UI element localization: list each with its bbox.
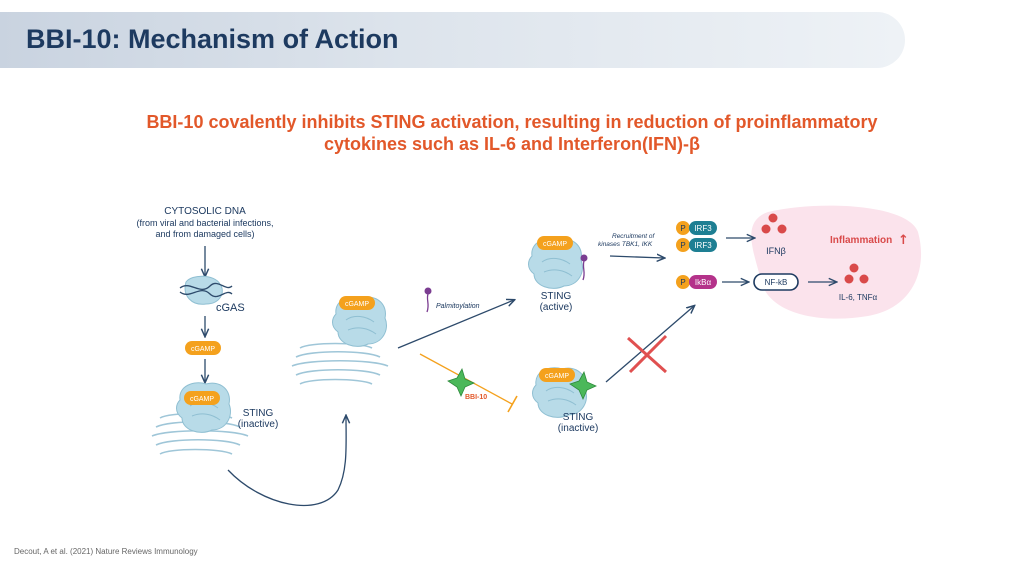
bbi10-label: BBI-10	[465, 394, 487, 401]
inhibition-line	[419, 353, 513, 405]
cgamp-pill-label: cGAMP	[191, 346, 215, 353]
inflammation-region	[751, 205, 922, 319]
subtitle: BBI-10 covalently inhibits STING activat…	[100, 111, 924, 155]
irf3-a	[689, 221, 717, 235]
sting-inactive-right-state: (inactive)	[558, 423, 599, 434]
phospho-ikba	[676, 275, 690, 289]
phospho-irf3-b-label: P	[680, 241, 685, 250]
cytosolic-dna-source-1: (from viral and bacterial infections,	[136, 218, 273, 228]
sting-inactive-right-label: STING	[563, 412, 594, 423]
irf3-b	[689, 238, 717, 252]
sting-inactive-left	[176, 382, 231, 433]
cgamp-bound-right	[539, 368, 575, 382]
ifnb-label: IFNβ	[766, 246, 786, 256]
cgamp-bound-center-label: cGAMP	[345, 301, 369, 308]
cytokine-molecules-icon	[844, 263, 869, 284]
inflammation-increase-icon: ↑	[898, 233, 909, 248]
golgi-membrane	[291, 342, 389, 385]
sting-active-label: STING	[541, 291, 572, 302]
cgamp-bound-center	[339, 296, 375, 310]
bbi10-bound-icon	[569, 370, 597, 400]
recruitment-label-1: Recruitment of	[612, 233, 655, 240]
cgamp-bound-left	[184, 391, 220, 405]
irf3-b-label: IRF3	[694, 241, 712, 250]
cgamp-bound-active-label: cGAMP	[543, 241, 567, 248]
ikba-label: IkBα	[695, 278, 712, 287]
translocation-arrow	[227, 416, 346, 506]
cytosolic-dna-title: CYTOSOLIC DNA	[164, 206, 246, 217]
nfkb	[753, 273, 799, 291]
ifnb-molecules-icon	[761, 213, 787, 234]
title-banner	[0, 12, 905, 68]
ikba	[689, 275, 717, 289]
subtitle-line-2: cytokines such as IL-6 and Interferon(IF…	[323, 134, 701, 154]
cgas-enzyme	[179, 275, 233, 305]
cgamp-bound-right-label: cGAMP	[545, 373, 569, 380]
recruitment-label-2: kinases TBK1, IKK	[598, 241, 653, 248]
palmitoylation-label: Palmitoylation	[436, 303, 480, 310]
blocked-x-icon	[626, 334, 668, 374]
nfkb-label: NF-kB	[765, 278, 788, 287]
il6-tnfa-label: IL-6, TNFα	[839, 293, 878, 302]
inhibition-bar	[507, 395, 518, 413]
phospho-irf3-b	[676, 238, 690, 252]
cgamp-pill	[185, 341, 221, 355]
page-title: BBI-10: Mechanism of Action	[26, 24, 399, 54]
palmitoyl-icon	[424, 287, 432, 313]
recruitment-arrow	[609, 256, 664, 258]
inflammation-label: Inflammation	[830, 235, 892, 246]
bbi10-icon	[447, 367, 475, 397]
citation: Decout, A et al. (2021) Nature Reviews I…	[14, 547, 198, 556]
irf3-a-label: IRF3	[694, 224, 712, 233]
sting-active-state: (active)	[540, 302, 573, 313]
palmitoyl-anchor-icon	[580, 254, 588, 281]
blocked-pathway-arrow	[605, 306, 694, 383]
cgamp-bound-left-label: cGAMP	[190, 396, 214, 403]
sting-inactive-left-state: (inactive)	[238, 419, 279, 430]
activation-arrow	[397, 300, 514, 349]
phospho-irf3-a	[676, 221, 690, 235]
phospho-ikba-label: P	[680, 278, 685, 287]
cgamp-bound-active	[537, 236, 573, 250]
phospho-irf3-a-label: P	[680, 224, 685, 233]
cytosolic-dna-source-2: and from damaged cells)	[155, 229, 254, 239]
subtitle-line-1: BBI-10 covalently inhibits STING activat…	[146, 112, 878, 132]
sting-inactive-left-label: STING	[243, 408, 274, 419]
cgas-label: cGAS	[216, 302, 245, 314]
